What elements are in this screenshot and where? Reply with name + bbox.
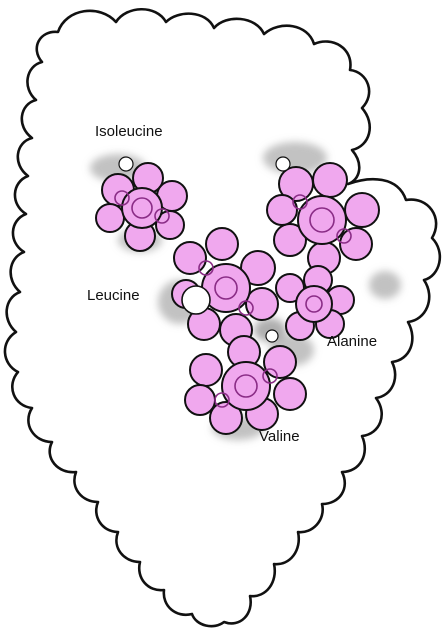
alanine-label: Alanine [327,333,377,350]
valine-label: Valine [259,428,300,445]
isoleucine-label: Isoleucine [95,123,163,140]
leucine-label: Leucine [87,287,140,304]
surface-atom [182,286,210,314]
protein-surface [5,9,440,626]
